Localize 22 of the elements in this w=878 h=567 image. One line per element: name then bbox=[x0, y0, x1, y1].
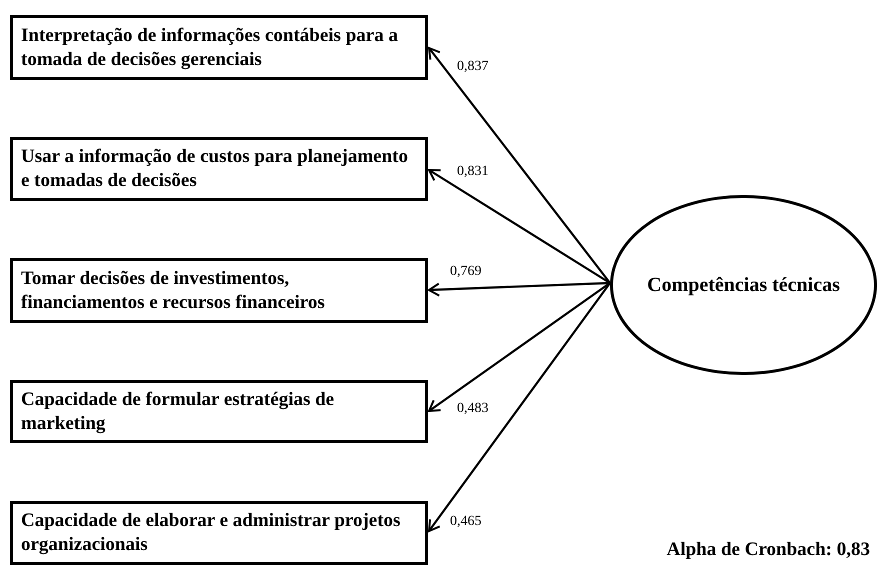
node-text: Competências técnicas bbox=[647, 272, 840, 298]
node-text: Capacidade de elaborar e administrar projetos organizacionais bbox=[21, 509, 402, 557]
edge-label: 0,465 bbox=[449, 514, 482, 530]
edge-label: 0,831 bbox=[456, 164, 490, 180]
indicator-box bbox=[10, 15, 428, 80]
arrow bbox=[428, 47, 611, 284]
edge-label: 0,837 bbox=[456, 59, 490, 75]
node-text: Interpretação de informações contábeis para a tomada de decisões gerenciais bbox=[21, 24, 399, 72]
edge-label: 0,769 bbox=[449, 264, 482, 280]
indicator-box bbox=[10, 137, 428, 201]
arrow bbox=[428, 169, 611, 284]
arrow bbox=[428, 282, 611, 532]
indicator-box bbox=[10, 501, 428, 565]
indicator-box bbox=[10, 258, 428, 323]
note-text: Alpha de Cronbach: 0,83 bbox=[666, 539, 870, 561]
edge-label: 0,483 bbox=[456, 401, 490, 417]
arrow bbox=[428, 282, 610, 297]
node-text: Usar a informação de custos para planejamento e tomadas de decisões bbox=[21, 145, 410, 193]
indicator-box bbox=[10, 380, 428, 443]
node-text: Capacidade de formular estratégias de marketing bbox=[21, 388, 336, 436]
arrow bbox=[428, 282, 611, 412]
node-text: Tomar decisões de investimentos, financiamentos e recursos financeiros bbox=[21, 266, 326, 314]
